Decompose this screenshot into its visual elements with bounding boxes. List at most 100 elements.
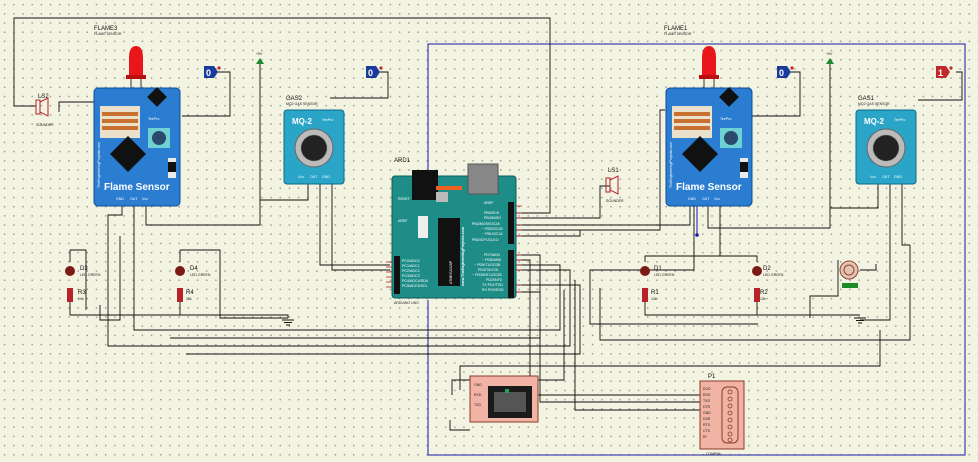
svg-text:PC4/ADC4/SDA: PC4/ADC4/SDA [402, 279, 429, 283]
svg-text:10k: 10k [78, 297, 84, 301]
led-d3: D3 LED-GREEN [65, 266, 101, 277]
flame3-chip [110, 136, 146, 172]
svg-text:10k: 10k [186, 297, 192, 301]
svg-text:GND: GND [474, 383, 482, 387]
svg-text:PC2/ADC2: PC2/ADC2 [402, 269, 420, 273]
svg-text:ATMEGA328P: ATMEGA328P [449, 260, 453, 284]
flame1-led-icon [702, 46, 716, 76]
svg-text:GND: GND [116, 197, 124, 201]
serial-lcd-module: GND RXD TXD [469, 375, 539, 423]
svg-text:OUT: OUT [702, 197, 710, 201]
arduino-uno: ARD1 ATMEGA328P www.TheEngineeringProjec… [386, 158, 522, 305]
resistor-r1: R1 10k [642, 288, 659, 302]
logic-probe-3[interactable]: 0 [777, 66, 794, 78]
svg-text:PB0/ICP1/CLKO: PB0/ICP1/CLKO [472, 238, 499, 242]
svg-text:~ PB2/OC1B: ~ PB2/OC1B [482, 227, 503, 231]
svg-text:P1: P1 [708, 374, 716, 380]
svg-text:PC1/ADC1: PC1/ADC1 [402, 264, 420, 268]
logic-probe-2[interactable]: 0 [366, 66, 383, 78]
svg-text:TXD: TXD [703, 399, 710, 403]
svg-text:~ PD5/T1/OC0B: ~ PD5/T1/OC0B [474, 263, 501, 267]
svg-text:D1: D1 [654, 266, 662, 272]
svg-text:MQ-2: MQ-2 [292, 117, 313, 126]
svg-text:RXD: RXD [703, 393, 711, 397]
logic-probe-1[interactable]: 0 [204, 66, 221, 78]
svg-text:RI: RI [703, 435, 707, 439]
gas-sensor-2: GAS2 MQ2 GAS SENSOR MQ-2 TeePro Vcc OUT … [283, 96, 345, 185]
led-d2: D2 LED-GREEN [752, 266, 784, 277]
compim-serial-port: P1 DCD RXD TXD DTR GND DSR RTS CTS RI CO… [699, 374, 745, 456]
logic-probe-4[interactable]: 1 [936, 66, 953, 78]
svg-text:GND: GND [703, 411, 711, 415]
svg-text:10k: 10k [760, 297, 766, 301]
svg-text:GND: GND [894, 175, 902, 179]
svg-text:1: 1 [938, 68, 943, 78]
svg-text:AREF: AREF [398, 219, 408, 223]
svg-text:LS2: LS2 [38, 94, 49, 100]
svg-text:DTR: DTR [703, 405, 711, 409]
speaker-ls2: LS2 SOUNDER [35, 94, 54, 127]
svg-text:GAS1: GAS1 [858, 96, 875, 102]
svg-text:D4: D4 [190, 266, 198, 272]
motor [839, 260, 859, 288]
svg-text:SOUNDER: SOUNDER [36, 123, 54, 127]
svg-text:TeePro: TeePro [322, 118, 333, 122]
svg-text:D3: D3 [80, 266, 88, 272]
svg-text:MQ-2: MQ-2 [864, 117, 885, 126]
svg-text:GAS2: GAS2 [286, 96, 303, 102]
svg-text:RX PD0/RXD: RX PD0/RXD [482, 288, 504, 292]
svg-text:OUT: OUT [882, 175, 890, 179]
svg-text:OUT: OUT [130, 197, 138, 201]
svg-text:10k: 10k [651, 297, 657, 301]
gas-sensor-1: GAS1 MQ2 GAS SENSOR MQ-2 TeePro Vcc OUT … [855, 96, 917, 185]
svg-text:PC5/ADC5/SCL: PC5/ADC5/SCL [402, 284, 428, 288]
gas2-mesh-icon [301, 135, 327, 161]
svg-text:TheEngineeringProjects.com: TheEngineeringProjects.com [97, 142, 101, 188]
svg-text:TheEngineeringProjects.com: TheEngineeringProjects.com [669, 142, 673, 188]
svg-text:Vcc: Vcc [714, 197, 720, 201]
svg-text:PB5/SCK: PB5/SCK [484, 211, 500, 215]
svg-text:LED-GREEN: LED-GREEN [190, 273, 211, 277]
power-terminal-right: +5V [826, 52, 834, 64]
svg-text:~ PB1/OC1A: ~ PB1/OC1A [482, 232, 503, 236]
circuit-wires [13, 17, 963, 431]
svg-text:GND: GND [322, 175, 330, 179]
svg-text:PB3/MOSI/OC2A: PB3/MOSI/OC2A [472, 222, 500, 226]
svg-text:R4: R4 [186, 290, 194, 296]
svg-text:0: 0 [368, 68, 373, 78]
svg-text:LS1: LS1 [608, 168, 619, 174]
flame3-ref: FLAME3 [94, 26, 118, 32]
svg-text:LED-GREEN: LED-GREEN [763, 273, 784, 277]
resistor-r2: R2 10k [754, 288, 768, 302]
ground-symbol-right [854, 317, 866, 324]
arduino-chip [438, 218, 460, 286]
flame3-title: Flame Sensor [104, 182, 170, 193]
svg-text:TXD: TXD [474, 403, 481, 407]
speaker-ls1: LS1 SOUNDER [605, 168, 624, 203]
resistor-r4: R4 10k [177, 288, 194, 302]
flame3-led-icon [129, 46, 143, 76]
svg-text:Vcc: Vcc [142, 197, 148, 201]
led-d4: D4 LED-GREEN [175, 266, 211, 277]
svg-text:PC0/ADC0: PC0/ADC0 [402, 259, 420, 263]
svg-text:+5V: +5V [826, 52, 833, 56]
svg-text:OUT: OUT [310, 175, 318, 179]
svg-text:TeePro: TeePro [720, 117, 731, 121]
svg-text:AREF: AREF [484, 201, 494, 205]
led-d1: D1 LED-GREEN [640, 266, 675, 277]
flame-sensor-1: FLAME1 FLAME SENSOR Flame Sensor TeePro … [664, 26, 753, 207]
arduino-power-jack [412, 170, 438, 200]
svg-text:DCD: DCD [703, 387, 711, 391]
svg-text:LED-GREEN: LED-GREEN [80, 273, 101, 277]
svg-text:~ PD6/AIN0: ~ PD6/AIN0 [482, 258, 501, 262]
svg-text:RESET: RESET [398, 197, 411, 201]
arduino-ref: ARD1 [394, 158, 411, 164]
svg-text:RXD: RXD [474, 393, 482, 397]
resistor-r3: R3 10k [67, 288, 86, 302]
flame-sensor-3: FLAME3 FLAME SENSOR Flame Sensor TeePro … [93, 26, 181, 207]
ground-symbol-left [282, 319, 294, 326]
svg-text:Vcc: Vcc [870, 175, 876, 179]
svg-text:TeePro: TeePro [894, 118, 905, 122]
svg-text:MQ2 GAS SENSOR: MQ2 GAS SENSOR [858, 102, 890, 106]
svg-text:PD7/AIN1: PD7/AIN1 [484, 253, 500, 257]
